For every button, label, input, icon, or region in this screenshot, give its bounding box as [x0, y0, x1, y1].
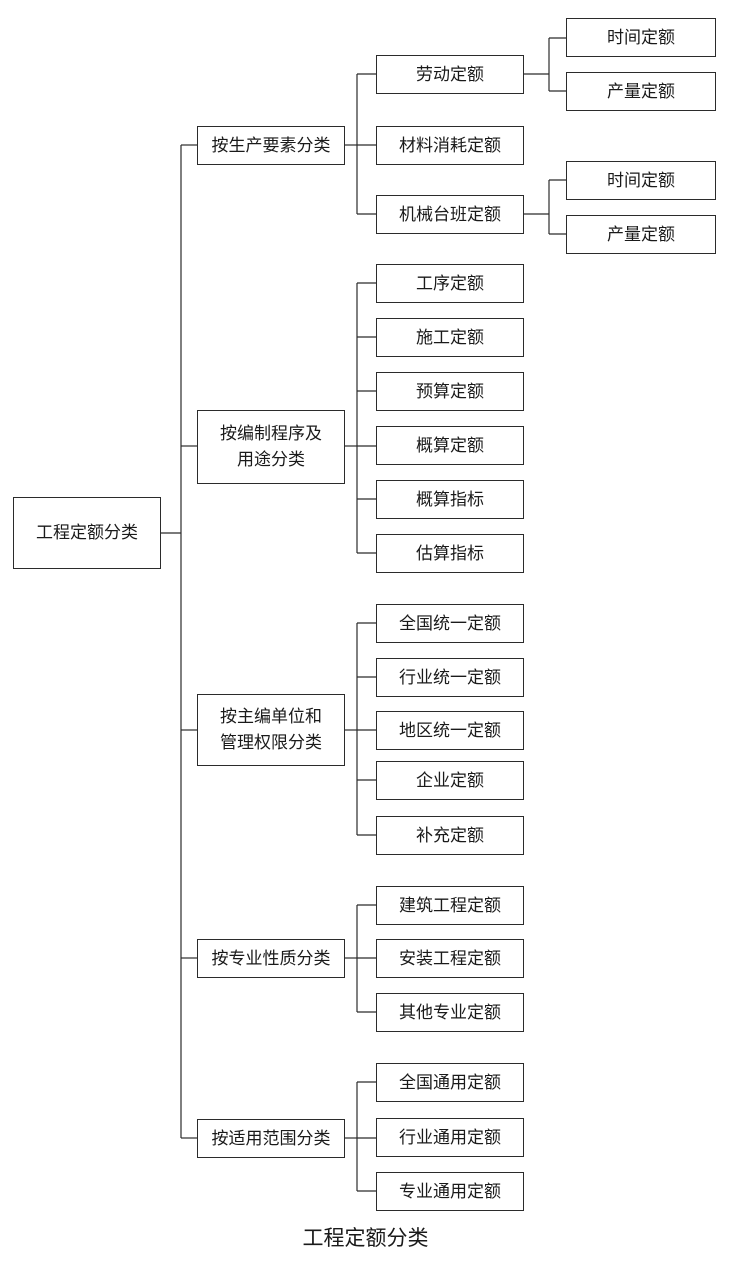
item-node: 安装工程定额: [376, 939, 524, 978]
group-node-scope: 按适用范围分类: [197, 1119, 345, 1158]
root-node: 工程定额分类: [13, 497, 161, 569]
sub-item-node: 产量定额: [566, 72, 716, 111]
item-node: 材料消耗定额: [376, 126, 524, 165]
sub-item-node: 时间定额: [566, 161, 716, 200]
item-node: 全国统一定额: [376, 604, 524, 643]
item-node: 机械台班定额: [376, 195, 524, 234]
item-node: 行业统一定额: [376, 658, 524, 697]
item-node: 地区统一定额: [376, 711, 524, 750]
item-node: 行业通用定额: [376, 1118, 524, 1157]
figure-caption: 工程定额分类: [302, 1226, 429, 1250]
item-node: 劳动定额: [376, 55, 524, 94]
item-node: 预算定额: [376, 372, 524, 411]
item-node: 补充定额: [376, 816, 524, 855]
item-node: 其他专业定额: [376, 993, 524, 1032]
sub-item-node: 时间定额: [566, 18, 716, 57]
item-node: 估算指标: [376, 534, 524, 573]
item-node: 概算指标: [376, 480, 524, 519]
item-node: 专业通用定额: [376, 1172, 524, 1211]
item-node: 施工定额: [376, 318, 524, 357]
item-node: 建筑工程定额: [376, 886, 524, 925]
group-node-compilation-purpose: 按编制程序及用途分类: [197, 410, 345, 484]
group-node-specialty: 按专业性质分类: [197, 939, 345, 978]
item-node: 工序定额: [376, 264, 524, 303]
item-node: 企业定额: [376, 761, 524, 800]
group-node-compiler-authority: 按主编单位和管理权限分类: [197, 694, 345, 766]
item-node: 全国通用定额: [376, 1063, 524, 1102]
item-node: 概算定额: [376, 426, 524, 465]
sub-item-node: 产量定额: [566, 215, 716, 254]
group-node-production-factors: 按生产要素分类: [197, 126, 345, 165]
